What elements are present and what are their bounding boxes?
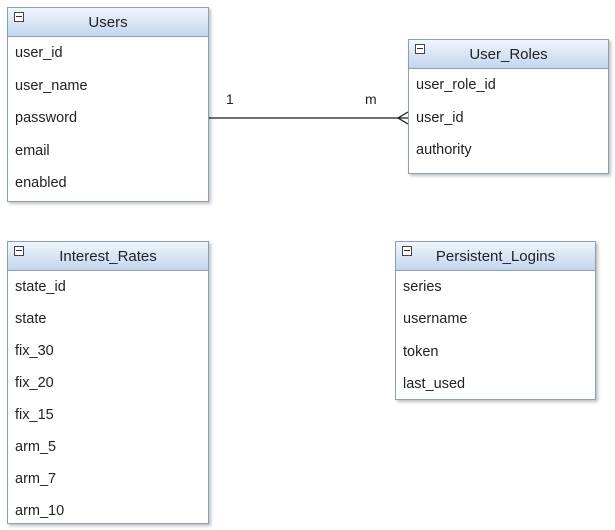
cardinality-many-label: m xyxy=(365,91,377,107)
table-title: Users xyxy=(88,14,128,31)
field-list: state_id state fix_30 fix_20 fix_15 arm_… xyxy=(8,271,208,527)
collapse-minus-icon[interactable] xyxy=(415,44,425,54)
cardinality-one-label: 1 xyxy=(226,91,234,107)
table-field[interactable]: fix_20 xyxy=(15,375,54,391)
field-list: series username token last_used xyxy=(396,271,595,400)
table-field[interactable]: fix_30 xyxy=(15,343,54,359)
table-field[interactable]: series xyxy=(403,279,442,295)
crows-foot-many-icon xyxy=(397,111,409,125)
table-field[interactable]: arm_10 xyxy=(15,503,65,519)
table-field[interactable]: user_id xyxy=(15,45,63,61)
table-header-user-roles[interactable]: User_Roles xyxy=(409,40,608,69)
table-field[interactable]: user_name xyxy=(15,77,88,94)
table-title: Interest_Rates xyxy=(59,248,157,265)
table-field[interactable]: fix_15 xyxy=(15,407,54,423)
collapse-minus-icon[interactable] xyxy=(14,12,24,22)
table-header-persistent-logins[interactable]: Persistent_Logins xyxy=(396,242,595,271)
table-title: Persistent_Logins xyxy=(435,248,556,265)
table-field[interactable]: last_used xyxy=(403,375,466,392)
table-field[interactable]: email xyxy=(15,142,50,159)
table-field[interactable]: arm_5 xyxy=(15,439,57,455)
table-user-roles[interactable]: User_Roles user_role_id user_id authorit… xyxy=(408,39,609,174)
table-title: User_Roles xyxy=(469,46,548,63)
table-interest-rates[interactable]: Interest_Rates state_id state fix_30 fix… xyxy=(7,241,209,524)
collapse-minus-icon[interactable] xyxy=(14,246,24,256)
table-field[interactable]: state xyxy=(15,311,47,327)
table-field[interactable]: password xyxy=(15,110,78,126)
table-field[interactable]: state_id xyxy=(15,279,66,295)
table-field[interactable]: enabled xyxy=(15,175,67,191)
table-field[interactable]: username xyxy=(403,311,468,328)
field-list: user_role_id user_id authority xyxy=(409,69,608,167)
table-header-interest-rates[interactable]: Interest_Rates xyxy=(8,242,208,271)
table-field[interactable]: user_role_id xyxy=(416,77,496,93)
table-field[interactable]: arm_7 xyxy=(15,471,57,487)
collapse-minus-icon[interactable] xyxy=(402,246,412,256)
table-persistent-logins[interactable]: Persistent_Logins series username token … xyxy=(395,241,596,400)
table-field[interactable]: authority xyxy=(416,142,472,158)
field-list: user_id user_name password email enabled xyxy=(8,37,208,200)
table-field[interactable]: user_id xyxy=(416,109,464,126)
table-header-users[interactable]: Users xyxy=(8,8,208,37)
table-users[interactable]: Users user_id user_name password email e… xyxy=(7,7,209,202)
table-field[interactable]: token xyxy=(403,343,439,360)
